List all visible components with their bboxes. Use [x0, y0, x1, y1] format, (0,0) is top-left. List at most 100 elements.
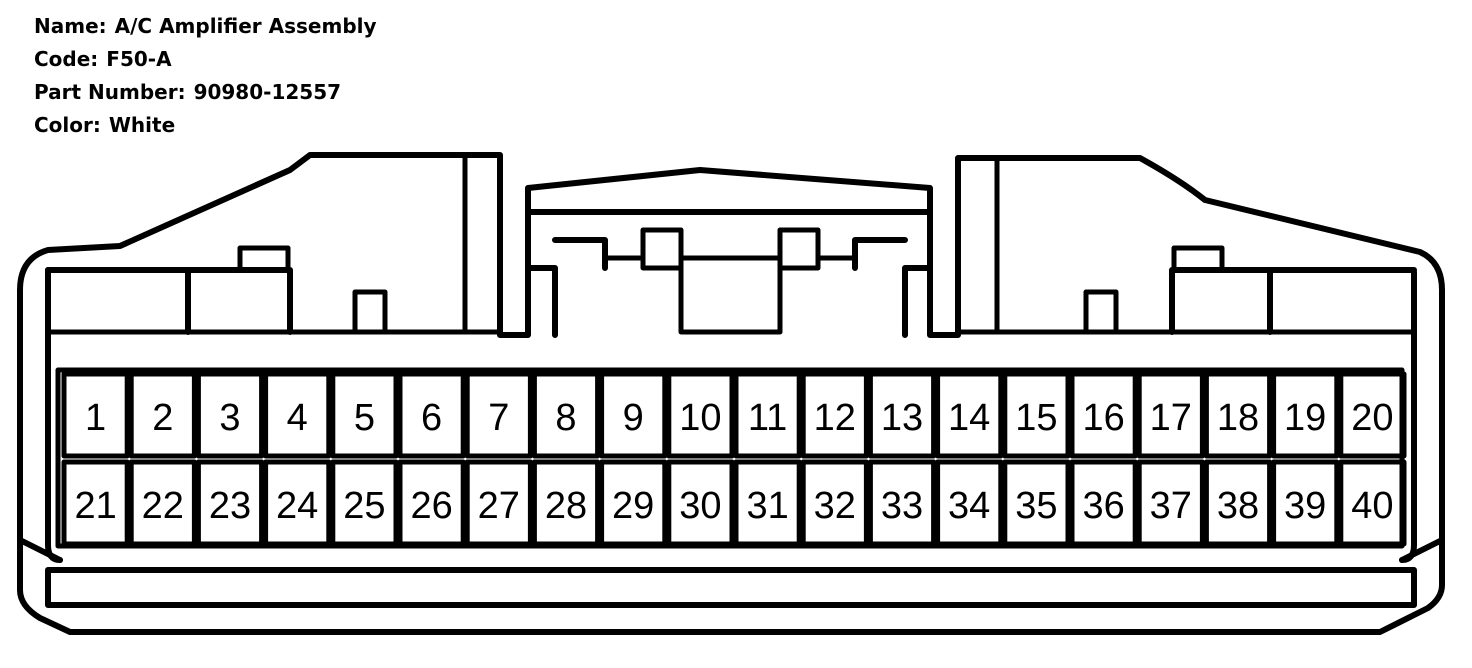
housing-right-corner: [1399, 537, 1445, 563]
pin-label-16: 16: [1082, 397, 1124, 439]
pin-label-7: 7: [488, 397, 509, 439]
code-label: Code:: [34, 47, 99, 71]
pin-cell-31: [733, 459, 802, 547]
center-lock-body: [602, 229, 858, 335]
right-tab-top: [1171, 245, 1225, 273]
pin-cell-7: [464, 371, 533, 459]
pin-label-29: 29: [612, 485, 654, 527]
pin-label-31: 31: [746, 485, 788, 527]
pin-label-32: 32: [814, 485, 856, 527]
pin-label-38: 38: [1217, 485, 1259, 527]
pin-label-9: 9: [623, 397, 644, 439]
pin-cell-35: [1002, 459, 1071, 547]
pin-label-12: 12: [814, 397, 856, 439]
pin-cell-28: [531, 459, 601, 547]
pin-cell-39: [1271, 459, 1340, 547]
pin-cell-29: [599, 459, 668, 547]
pin-label-20: 20: [1351, 397, 1393, 439]
part-number-value: 90980-12557: [193, 80, 342, 104]
pin-label-5: 5: [354, 397, 375, 439]
pin-label-4: 4: [287, 397, 308, 439]
pin-cell-22: [128, 459, 197, 547]
pin-cell-9: [599, 371, 668, 459]
color-row: Color: White: [34, 109, 377, 142]
pin-label-21: 21: [74, 485, 116, 527]
pin-cell-34: [935, 459, 1004, 547]
connector-info: Name: A/C Amplifier Assembly Code: F50-A P…: [34, 10, 377, 142]
pin-label-37: 37: [1150, 485, 1192, 527]
pin-label-6: 6: [421, 397, 442, 439]
pin-cell-10: [666, 371, 735, 459]
pin-cell-4: [263, 371, 332, 459]
pin-cell-24: [263, 459, 332, 547]
pin-cell-1: [61, 371, 130, 459]
code-row: Code: F50-A: [34, 43, 377, 76]
center-lock-right-notch: [852, 237, 933, 338]
left-tab-small: [352, 289, 388, 335]
connector-housing: [17, 152, 1445, 635]
color-label: Color:: [34, 113, 101, 137]
pin-label-1: 1: [85, 397, 106, 439]
pin-cell-32: [800, 459, 869, 547]
color-value: White: [108, 113, 176, 137]
pin-label-18: 18: [1217, 397, 1259, 439]
pin-cell-36: [1069, 459, 1138, 547]
pin-label-14: 14: [948, 397, 990, 439]
right-step: [1169, 267, 1417, 335]
pin-label-26: 26: [410, 485, 452, 527]
pin-label-28: 28: [545, 485, 587, 527]
pin-label-15: 15: [1015, 397, 1057, 439]
pin-cell-6: [397, 371, 466, 459]
pin-cell-38: [1203, 459, 1273, 547]
pin-label-36: 36: [1082, 485, 1124, 527]
pin-cell-13: [867, 371, 937, 459]
pin-cell-30: [666, 459, 735, 547]
pin-label-27: 27: [478, 485, 520, 527]
pin-cell-5: [330, 371, 399, 459]
pin-label-40: 40: [1351, 485, 1393, 527]
name-value: A/C Amplifier Assembly: [114, 14, 377, 38]
center-lock-left-notch: [525, 237, 608, 338]
pin-cell-12: [800, 371, 869, 459]
pin-label-39: 39: [1284, 485, 1326, 527]
pin-cell-33: [867, 459, 937, 547]
pin-cell-11: [733, 371, 802, 459]
pin-label-11: 11: [748, 397, 787, 439]
pin-cell-14: [935, 371, 1004, 459]
pin-cell-20: [1338, 371, 1407, 459]
pin-label-17: 17: [1150, 397, 1192, 439]
housing-bottom-skirt: [45, 567, 1417, 608]
part-number-row: Part Number: 90980-12557: [34, 76, 377, 109]
pin-cell-26: [397, 459, 466, 547]
pin-label-33: 33: [881, 485, 923, 527]
pin-cell-17: [1136, 371, 1205, 459]
pin-cell-8: [531, 371, 601, 459]
left-tab-top: [237, 245, 291, 273]
pin-cell-19: [1271, 371, 1340, 459]
pin-label-10: 10: [679, 397, 721, 439]
part-number-label: Part Number:: [34, 80, 186, 104]
pin-label-2: 2: [152, 397, 173, 439]
right-tab-small: [1083, 289, 1119, 335]
pin-cell-40: [1338, 459, 1407, 547]
name-row: Name: A/C Amplifier Assembly: [34, 10, 377, 43]
pin-label-22: 22: [142, 485, 184, 527]
pin-label-13: 13: [881, 397, 923, 439]
pin-cell-2: [128, 371, 197, 459]
name-label: Name:: [34, 14, 107, 38]
pin-cell-37: [1136, 459, 1205, 547]
pin-label-19: 19: [1284, 397, 1326, 439]
pin-label-24: 24: [276, 485, 318, 527]
center-lock-block-left: [640, 227, 684, 271]
pin-label-34: 34: [948, 485, 990, 527]
pin-label-25: 25: [343, 485, 385, 527]
pin-cell-18: [1203, 371, 1273, 459]
center-lock-block-right: [777, 227, 821, 271]
pin-cell-16: [1069, 371, 1138, 459]
pin-cell-3: [195, 371, 265, 459]
terminal-cells: [61, 371, 1407, 547]
code-value: F50-A: [106, 47, 172, 71]
pin-cell-15: [1002, 371, 1071, 459]
